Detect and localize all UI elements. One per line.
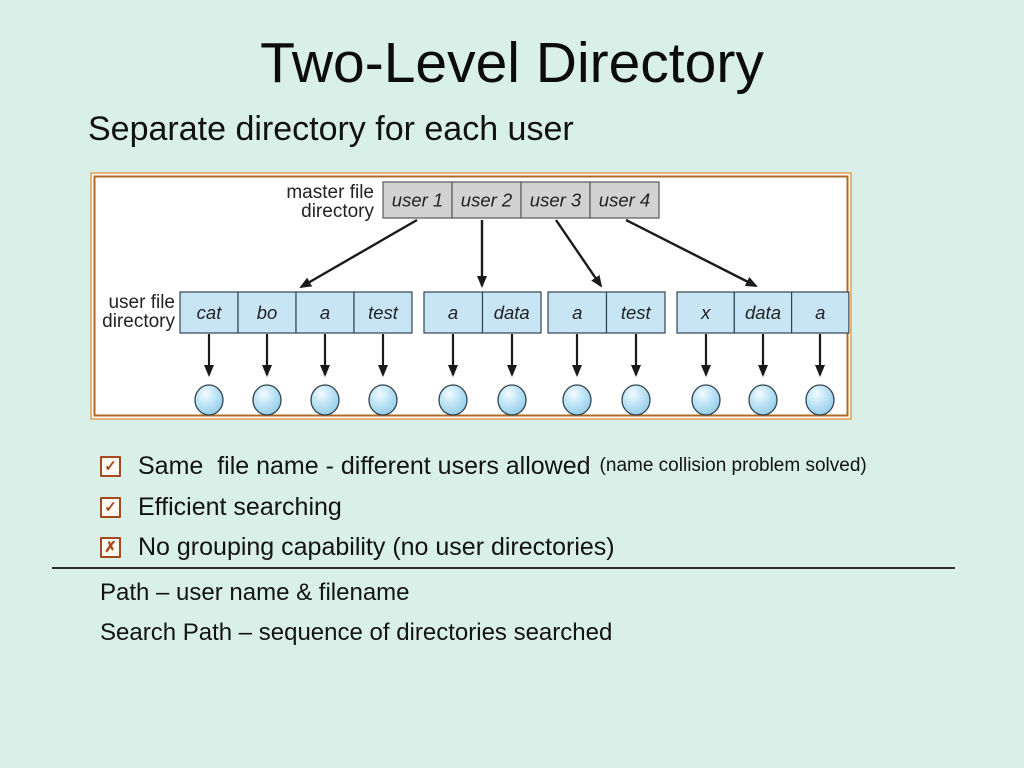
divider-line	[52, 567, 955, 569]
file-circle	[691, 384, 721, 416]
master-directory-row: user 1 user 2 user 3 user 4	[382, 181, 660, 219]
user-file-box	[605, 291, 666, 334]
master-box-label: user 1	[392, 190, 443, 211]
user-file-directory-row: cat bo a test a data a test x data a	[179, 291, 850, 334]
user-file-box	[790, 291, 850, 334]
master-box	[589, 181, 660, 219]
master-file-directory-label-line1: master file	[286, 182, 374, 203]
page-title: Two-Level Directory	[260, 31, 764, 95]
user-file-box	[481, 291, 542, 334]
master-box	[520, 181, 591, 219]
master-box	[382, 181, 453, 219]
file-circle	[368, 384, 398, 416]
file-circle	[310, 384, 340, 416]
master-to-group-arrows	[299, 218, 758, 289]
bullet-row: ✗ No grouping capability (no user direct…	[100, 533, 615, 561]
master-box-label: user 4	[599, 190, 650, 211]
path-definition-line: Path – user name & filename	[100, 579, 410, 606]
arrow-user1-to-group1	[299, 218, 418, 289]
file-circles	[194, 384, 835, 416]
slide-subtitle: Separate directory for each user	[88, 110, 574, 148]
file-entry-label: data	[494, 302, 530, 323]
file-entry-label: a	[572, 302, 582, 323]
file-circle	[621, 384, 651, 416]
file-entry-label: a	[815, 302, 825, 323]
bullet-row: ✓ Same file name - different users allow…	[100, 452, 867, 480]
file-entry-label: test	[621, 302, 652, 323]
bullet-text: No grouping capability (no user director…	[138, 532, 615, 561]
file-entry-label: x	[700, 302, 711, 323]
search-path-definition-line: Search Path – sequence of directories se…	[100, 619, 613, 646]
file-circle	[562, 384, 592, 416]
file-circle	[805, 384, 835, 416]
user-file-directory-label-line2: directory	[102, 311, 175, 332]
crossed-checkbox-icon: ✗	[100, 536, 121, 558]
user-file-directory-label-line1: user file	[108, 292, 175, 313]
user-file-box	[733, 291, 793, 334]
arrow-user4-to-group4	[625, 218, 758, 288]
user-file-box	[353, 291, 413, 334]
bullet-row: ✓ Efficient searching	[100, 493, 342, 521]
bullet-text: Efficient searching	[138, 492, 342, 521]
entry-to-file-arrows	[204, 334, 825, 377]
arrow-user3-to-group3	[555, 219, 603, 288]
user-file-box	[676, 291, 735, 334]
master-file-directory-label-line2: directory	[301, 201, 374, 222]
file-circle	[748, 384, 778, 416]
user-file-box	[547, 291, 608, 334]
two-level-directory-diagram: master file directory user 1 user 2 user…	[90, 172, 852, 420]
file-circle	[252, 384, 282, 416]
master-box-label: user 2	[461, 190, 513, 211]
user-file-box	[423, 291, 484, 334]
file-entry-label: data	[745, 302, 781, 323]
file-entry-label: a	[448, 302, 458, 323]
bullet-note: (name collision problem solved)	[599, 455, 867, 476]
user-file-box	[295, 291, 355, 334]
file-circle	[194, 384, 224, 416]
file-entry-label: a	[320, 302, 330, 323]
master-box-label: user 3	[530, 190, 582, 211]
file-circle	[497, 384, 527, 416]
bullet-text: Same file name - different users allowed	[138, 451, 591, 480]
file-circle	[438, 384, 468, 416]
checked-checkbox-icon: ✓	[100, 455, 121, 477]
checked-checkbox-icon: ✓	[100, 496, 121, 518]
file-entry-label: test	[368, 302, 399, 323]
file-entry-label: bo	[257, 302, 278, 323]
file-entry-label: cat	[197, 302, 223, 323]
